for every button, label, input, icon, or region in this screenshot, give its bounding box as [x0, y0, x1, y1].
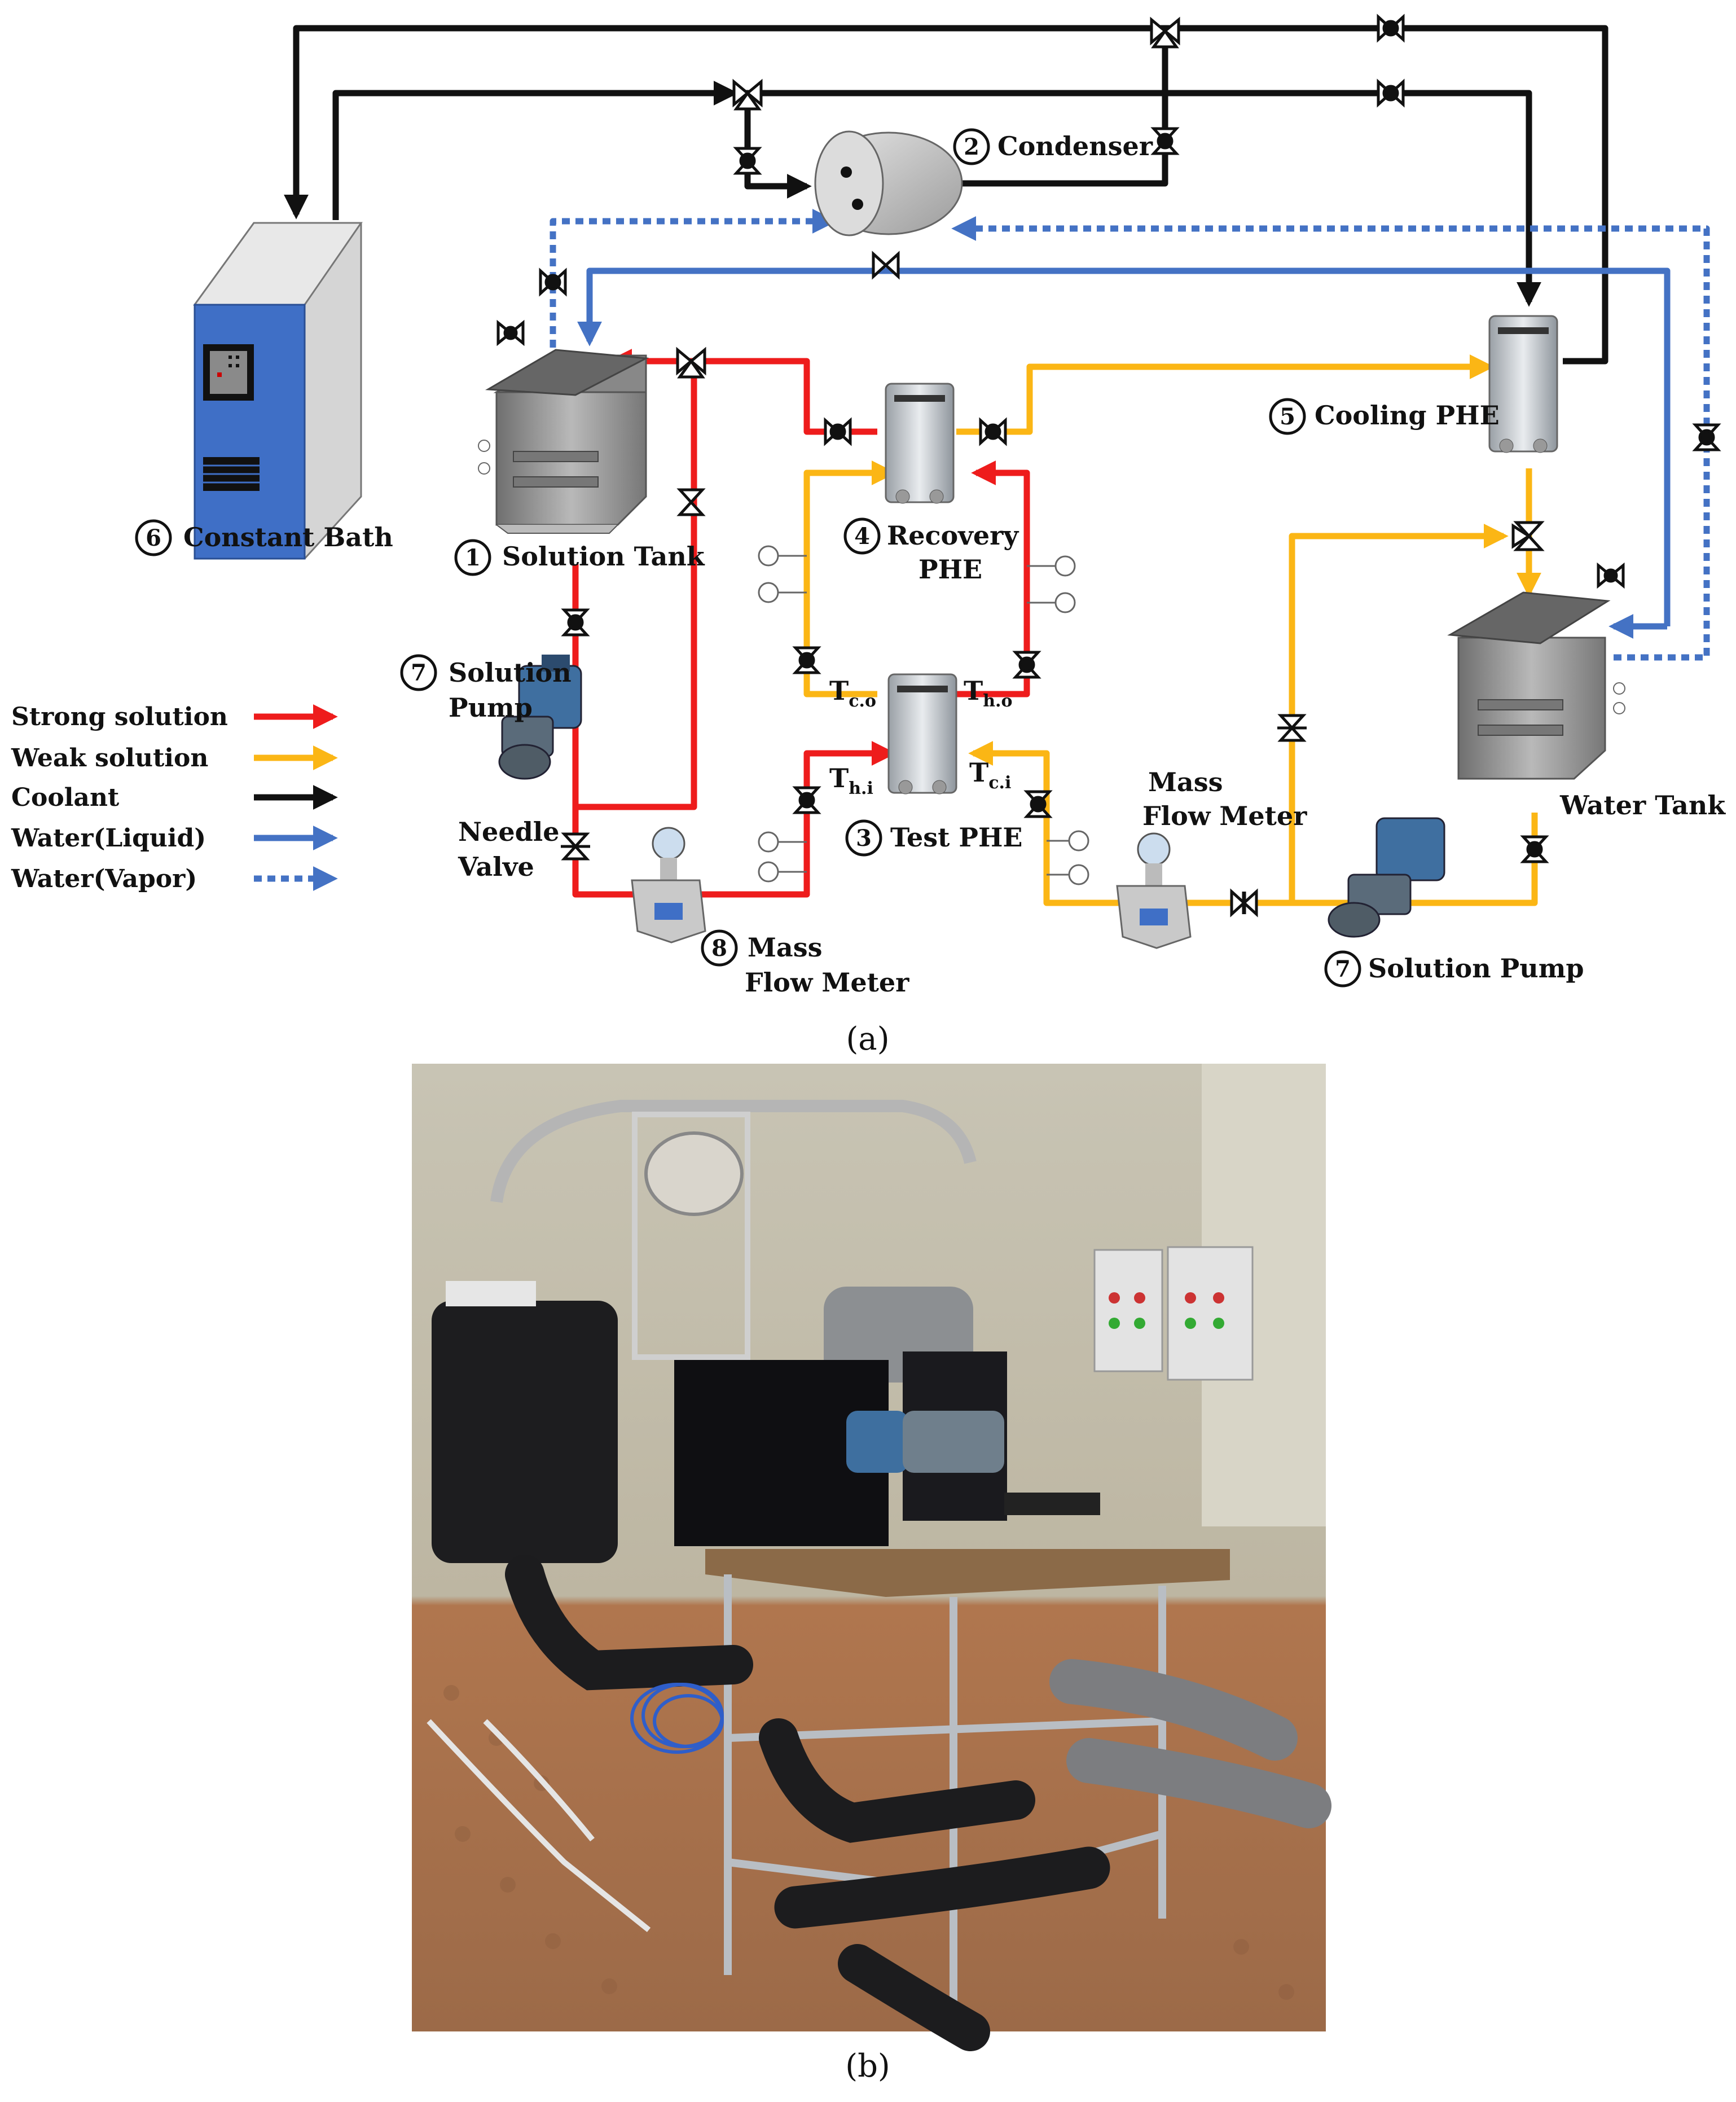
valve-black — [1023, 790, 1053, 818]
legend-label-strong: Strong solution — [11, 703, 228, 731]
marker-5: 5 — [1280, 403, 1295, 430]
solution-tank-unit — [478, 349, 649, 534]
valve-black — [792, 646, 821, 674]
constant-bath-unit — [193, 222, 363, 560]
label-mass-flow-meter-left-2: Flow Meter — [745, 967, 909, 998]
legend-label-water-liquid: Water(Liquid) — [11, 824, 206, 853]
label-t-ho: T — [964, 675, 983, 706]
label-cooling-phe: Cooling PHE — [1315, 400, 1500, 431]
legend-label-coolant: Coolant — [11, 783, 120, 812]
valve-black — [539, 267, 567, 297]
valve-black — [1520, 835, 1549, 863]
legend: Strong solution Weak solution Coolant Wa… — [11, 703, 338, 893]
valve-black — [1692, 423, 1721, 451]
test-phe-unit — [887, 673, 957, 795]
mass-flow-meter-right — [1116, 832, 1192, 949]
valve-black — [979, 417, 1007, 446]
marker-3: 3 — [856, 825, 872, 852]
valve-black — [496, 319, 525, 346]
valve-3way — [676, 346, 706, 379]
label-t-ho-sub: h.o — [983, 691, 1012, 711]
label-solution-pump-right: Solution Pump — [1368, 953, 1584, 984]
caption-a: (a) — [846, 1021, 889, 1057]
label-t-co-sub: c.o — [849, 691, 876, 711]
valve-black — [1012, 651, 1041, 679]
label-needle-valve-2: Valve — [458, 852, 534, 882]
label-recovery-phe-2: PHE — [918, 554, 982, 585]
mass-flow-meter-left — [631, 827, 706, 944]
label-test-phe: Test PHE — [890, 822, 1023, 853]
condenser-unit — [814, 130, 963, 236]
label-mass-flow-meter-left-1: Mass — [748, 932, 823, 963]
valve-3way — [1150, 16, 1180, 49]
marker-7-right: 7 — [1335, 956, 1351, 982]
caption-b: (b) — [845, 2048, 890, 2085]
label-t-hi-sub: h.i — [849, 779, 873, 798]
label-water-tank: Water Tank — [1559, 790, 1726, 820]
label-solution-pump-left-2: Pump — [449, 692, 533, 723]
label-constant-bath: Constant Bath — [183, 522, 393, 552]
valve-3way — [732, 78, 763, 111]
label-t-hi: T — [829, 763, 849, 793]
valve-3way — [1511, 521, 1545, 551]
lab-photo — [412, 1064, 1331, 2051]
label-t-co: T — [829, 675, 849, 706]
needle-valve-symbol — [561, 832, 590, 861]
marker-6: 6 — [146, 525, 161, 551]
label-mass-flow-meter-right-1: Mass — [1148, 767, 1223, 797]
svg-text:Th.i: Th.i — [829, 763, 873, 798]
needle-valve-symbol — [1277, 714, 1307, 742]
label-condenser: Condenser — [997, 131, 1153, 161]
svg-text:Th.o: Th.o — [964, 675, 1013, 711]
valve-black — [733, 147, 762, 175]
svg-text:Tc.i: Tc.i — [969, 757, 1011, 793]
valve-black — [1597, 562, 1625, 589]
marker-8: 8 — [711, 935, 727, 962]
recovery-phe-unit — [885, 383, 955, 504]
label-solution-tank: Solution Tank — [502, 541, 705, 572]
label-t-ci-sub: c.i — [988, 773, 1011, 793]
sensor-bubbles — [758, 545, 1089, 885]
valve-white — [872, 251, 900, 280]
water-tank-unit — [1447, 591, 1625, 780]
solution-pump-right — [1328, 817, 1445, 938]
solution-pump-left — [498, 655, 582, 780]
label-needle-valve-1: Needle — [458, 817, 560, 847]
label-solution-pump-left-1: Solution — [449, 657, 572, 688]
marker-2: 2 — [964, 134, 979, 160]
valve-black — [561, 608, 590, 637]
label-recovery-phe-1: Recovery — [887, 520, 1019, 551]
valve-black — [824, 417, 852, 446]
label-t-ci: T — [969, 757, 988, 788]
valve-black — [792, 786, 821, 814]
valve-white — [676, 488, 706, 516]
marker-4: 4 — [854, 523, 870, 550]
legend-label-weak: Weak solution — [11, 744, 208, 773]
marker-1: 1 — [465, 545, 481, 571]
label-mass-flow-meter-right-2: Flow Meter — [1142, 801, 1307, 831]
valve-black — [1377, 14, 1405, 43]
valve-black — [1150, 127, 1180, 155]
legend-label-water-vapor: Water(Vapor) — [11, 865, 197, 893]
valve-black — [1377, 78, 1405, 108]
marker-7-left: 7 — [411, 660, 427, 686]
svg-text:Tc.o: Tc.o — [829, 675, 876, 711]
cooling-phe-unit — [1488, 315, 1558, 453]
valve-black — [1230, 888, 1258, 918]
